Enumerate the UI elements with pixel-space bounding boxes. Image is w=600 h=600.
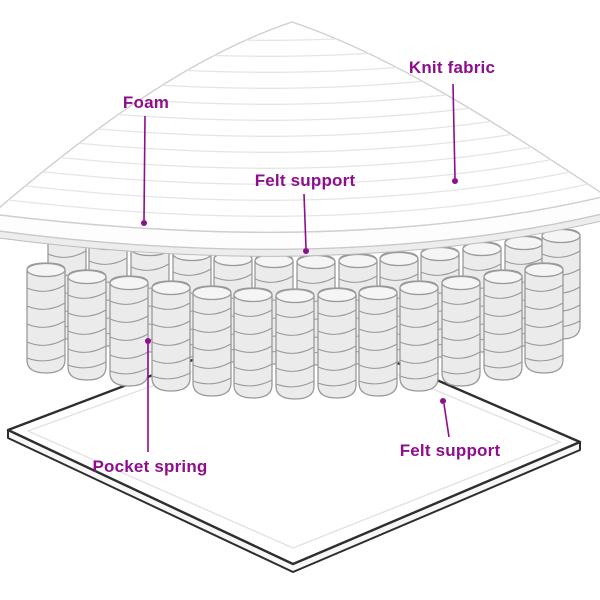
knit-fabric-leader-line [452, 83, 458, 184]
felt-support-bottom-leader-line [440, 398, 450, 438]
top-comfort-layer [0, 21, 600, 257]
leader-lines [141, 83, 458, 452]
label-felt-support-top: Felt support [254, 171, 356, 190]
label-pocket-spring: Pocket spring [92, 457, 208, 476]
knit-fabric-layer [0, 21, 600, 234]
pocket-spring-leader-line [145, 338, 151, 452]
felt-support-top-leader-line [303, 193, 309, 254]
label-foam: Foam [122, 93, 170, 112]
foam-leader-line [141, 115, 147, 226]
label-felt-support-bottom: Felt support [399, 441, 501, 460]
label-knit-fabric: Knit fabric [408, 58, 496, 77]
